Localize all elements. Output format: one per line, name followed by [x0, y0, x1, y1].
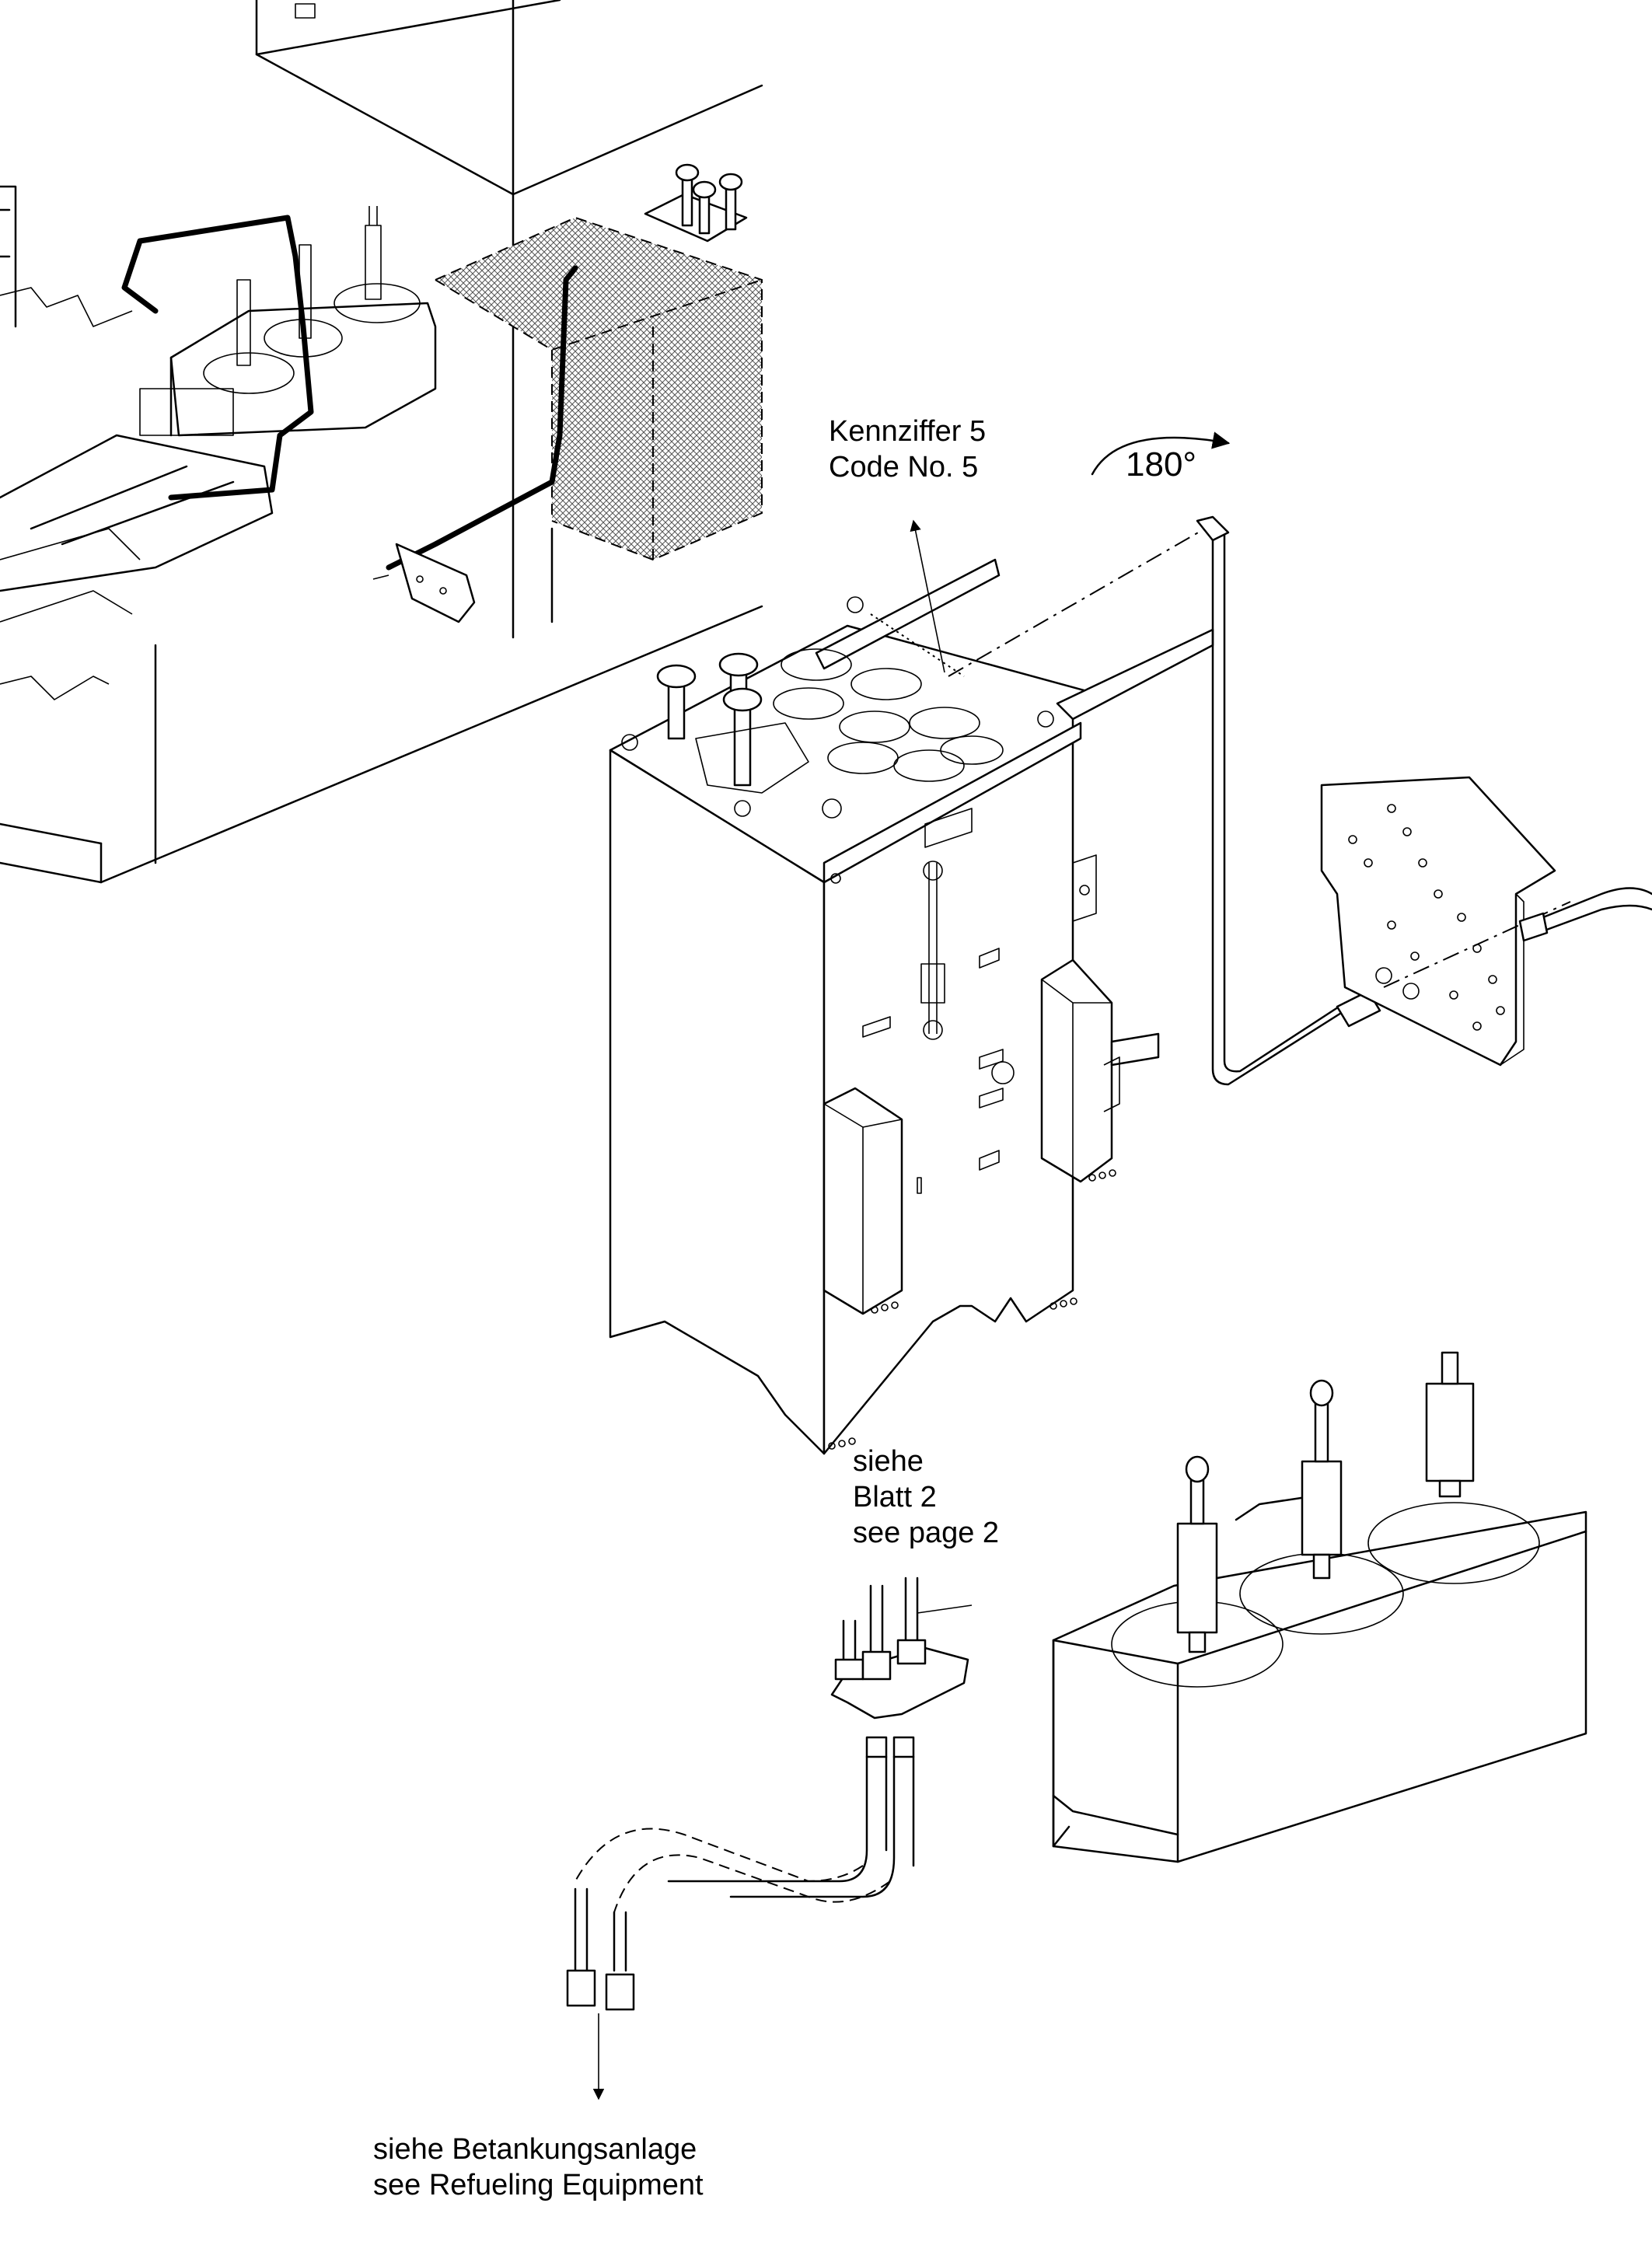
code-leader-arrow [910, 519, 945, 673]
code-label-de: Kennziffer 5 [829, 415, 987, 448]
tank-cap [722, 687, 763, 787]
filter-module-installed [0, 206, 578, 623]
tank-cap [718, 173, 743, 231]
rotation-arrow [1091, 431, 1231, 476]
plate-holes [1348, 804, 1505, 1031]
refuel-reference-en: see Refueling Equipment [373, 2169, 704, 2201]
sheet-reference: siehe Blatt 2 see page 2 [853, 1444, 999, 1551]
sheet-reference-de-line1: siehe [853, 1445, 924, 1478]
code-label-en: Code No. 5 [829, 451, 979, 484]
fuel-line [948, 515, 1381, 1086]
refuel-reference-de: siehe Betankungsanlage [373, 2133, 697, 2166]
mounting-plate [1320, 776, 1652, 1067]
filter-element [1176, 1455, 1218, 1653]
main-tank [609, 558, 1214, 1455]
sheet-reference-de-line2: Blatt 2 [853, 1481, 937, 1514]
code-label: Kennziffer 5 Code No. 5 [829, 414, 986, 485]
vehicle-housing [0, 0, 763, 884]
filter-module-detail [1052, 1351, 1587, 1863]
refuel-reference: siehe Betankungsanlage see Refueling Equ… [373, 2132, 704, 2203]
connector-block [566, 1576, 973, 2011]
tank-cap [675, 163, 700, 227]
sheet-reference-en: see page 2 [853, 1517, 1000, 1549]
tank-cap [692, 180, 717, 235]
installed-tank [435, 163, 763, 561]
filter-element [1425, 1351, 1475, 1498]
filter-element [1301, 1379, 1343, 1580]
rotation-label: 180° [1126, 445, 1197, 484]
tank-cap [656, 664, 697, 740]
